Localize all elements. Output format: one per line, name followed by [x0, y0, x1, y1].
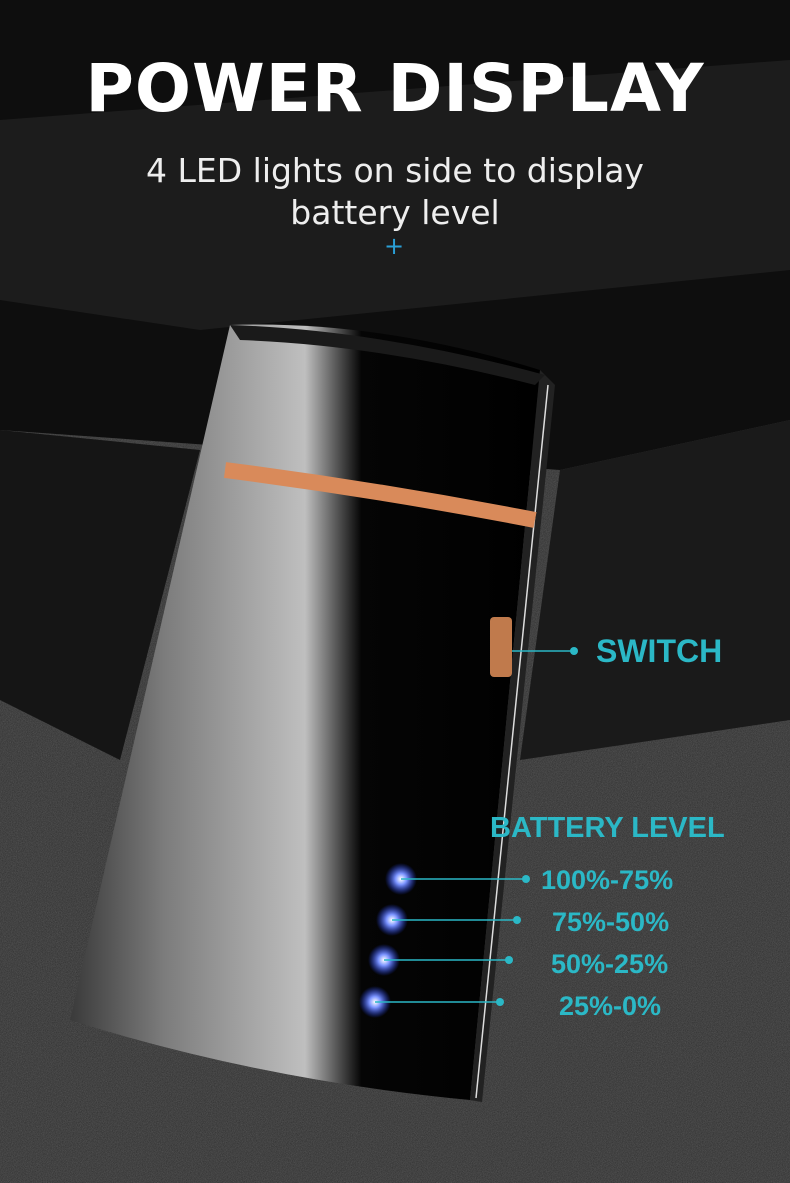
level-label-25-0: 25%-0%	[559, 991, 662, 1021]
switch-label: SWITCH	[596, 633, 723, 669]
page-title: POWER DISPLAY	[85, 50, 705, 127]
subtitle: 4 LED lights on side to display battery …	[0, 150, 790, 234]
lighter	[70, 324, 555, 1102]
level-label-50-25: 50%-25%	[551, 949, 669, 979]
led-indicators	[359, 863, 530, 1018]
plus-icon: +	[384, 232, 405, 260]
battery-level-heading: BATTERY LEVEL	[490, 812, 725, 844]
switch-callout-line	[512, 647, 578, 655]
subtitle-line-1: 4 LED lights on side to display	[146, 151, 644, 190]
level-label-100-75: 100%-75%	[541, 865, 674, 895]
subtitle-line-2: battery level	[290, 193, 500, 232]
level-label-75-50: 75%-50%	[552, 907, 670, 937]
